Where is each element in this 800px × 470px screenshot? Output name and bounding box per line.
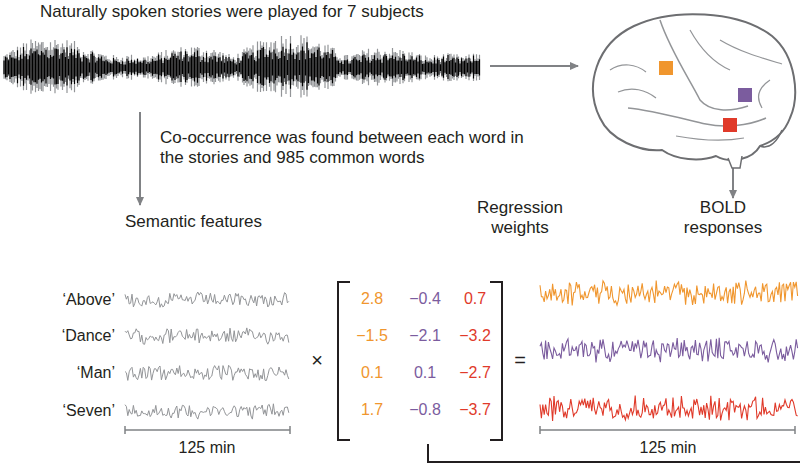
signal-trace [540, 338, 798, 363]
flow-arrow [139, 112, 141, 205]
matrix-cell: 0.1 [401, 363, 449, 382]
word-label: ‘Dance’ [10, 326, 115, 345]
operator-symbol: = [508, 348, 532, 372]
waveform-envelope [4, 35, 480, 97]
matrix-cell: 0.1 [348, 363, 396, 382]
audio-waveform [4, 35, 480, 97]
word-label: ‘Seven’ [10, 401, 115, 420]
matrix-bracket [338, 282, 350, 440]
matrix-cell: −2.7 [451, 363, 499, 382]
scale-bar [540, 426, 795, 434]
matrix-cell: 0.7 [451, 289, 499, 308]
matrix-cell: 1.7 [348, 400, 396, 419]
waveform-core [4, 42, 480, 90]
signal-trace [125, 328, 289, 344]
matrix-bracket [490, 282, 502, 440]
time-series [125, 281, 798, 422]
flow-arrow [490, 65, 578, 67]
matrix-cell: −0.4 [401, 289, 449, 308]
signal-trace [125, 404, 289, 419]
signal-trace [125, 365, 289, 380]
panel-label: Semantic features [125, 212, 325, 232]
note-text: Co-occurrence was found between each wor… [160, 128, 540, 169]
panel-label: BOLD responses [668, 198, 778, 239]
matrix-cell: −3.2 [451, 326, 499, 345]
brain-drawing [593, 14, 795, 168]
leader-line [428, 444, 800, 462]
flow-arrow [732, 168, 734, 198]
scale-label: 125 min [618, 438, 718, 457]
matrix-cell: −2.1 [401, 326, 449, 345]
word-label: ‘Man’ [10, 363, 115, 382]
word-label: ‘Above’ [10, 290, 115, 309]
operator-symbol: × [306, 348, 328, 372]
scale-bar [125, 426, 290, 434]
matrix-cell: −3.7 [451, 400, 499, 419]
signal-trace [540, 281, 798, 306]
matrix-cell: 2.8 [348, 289, 396, 308]
signal-trace [125, 292, 289, 307]
matrix-cell: −0.8 [401, 400, 449, 419]
matrix-cell: −1.5 [348, 326, 396, 345]
panel-label: Regression weights [460, 198, 580, 239]
figure-heading: Naturally spoken stories were played for… [40, 2, 560, 22]
scale-label: 125 min [157, 438, 257, 457]
signal-trace [540, 396, 798, 421]
